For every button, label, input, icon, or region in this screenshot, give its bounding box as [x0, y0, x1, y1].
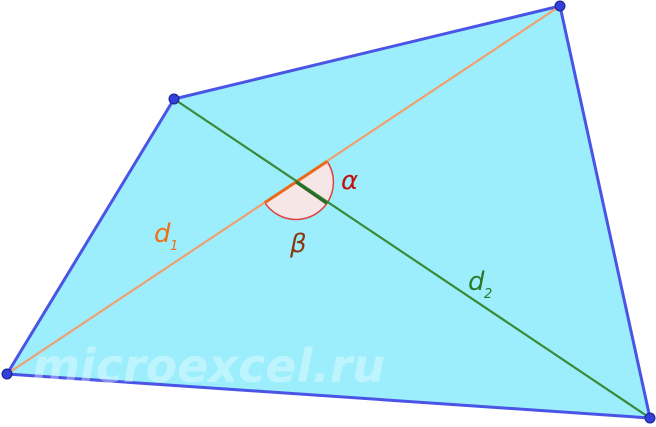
label-d1: d — [154, 219, 171, 249]
diagonal-d2 — [173, 98, 651, 419]
label-beta: β — [289, 229, 307, 259]
vertex-top-left — [168, 93, 180, 105]
vertex-bottom-left — [1, 368, 13, 380]
label-d1-subscript: 1 — [170, 239, 178, 254]
watermark-text: microexcel.ru — [32, 339, 385, 393]
label-d2-subscript: 2 — [484, 287, 492, 302]
angle-beta-arc — [263, 181, 328, 221]
vertex-top-right — [554, 0, 566, 12]
diagonal-d2-highlight — [295, 180, 328, 205]
vertex-bottom-right — [644, 412, 656, 424]
label-alpha: α — [341, 166, 358, 196]
label-d2: d — [468, 267, 485, 297]
